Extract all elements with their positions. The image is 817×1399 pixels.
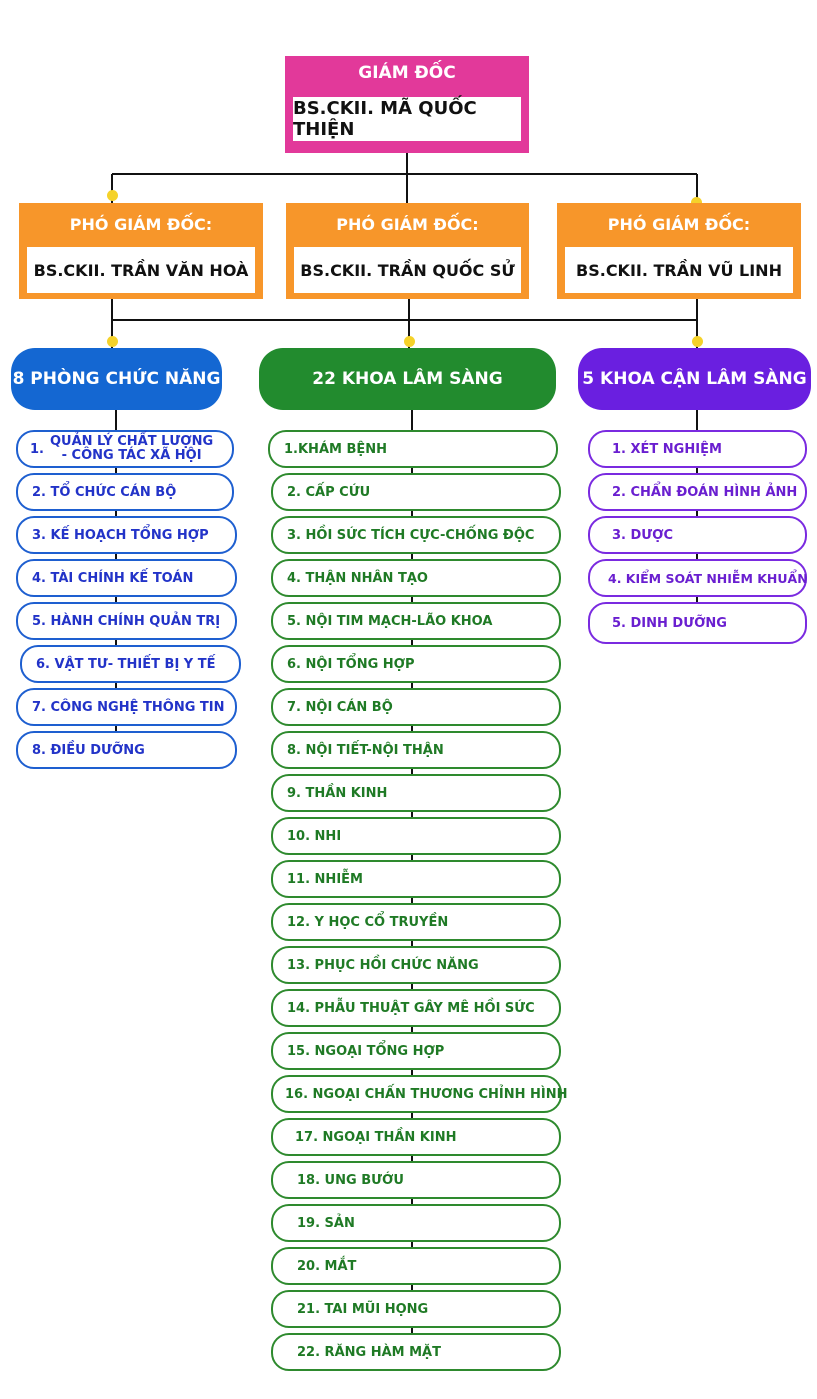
deputy-box-2: PHÓ GIÁM ĐỐC: BS.CKII. TRẦN QUỐC SỬ — [286, 203, 529, 299]
paraclinical-item: 2. CHẨN ĐOÁN HÌNH ẢNH — [588, 473, 807, 511]
functional-item: 2. TỔ CHỨC CÁN BỘ — [16, 473, 234, 511]
clinical-item: 15. NGOẠI TỔNG HỢP — [271, 1032, 561, 1070]
functional-item: 6. VẬT TƯ- THIẾT BỊ Y TẾ — [20, 645, 241, 683]
deputy-title: PHÓ GIÁM ĐỐC: — [607, 215, 751, 234]
deputy-title: PHÓ GIÁM ĐỐC: — [69, 215, 213, 234]
deputy-name: BS.CKII. TRẦN VĂN HOÀ — [27, 247, 255, 293]
junction-dot — [107, 336, 118, 347]
clinical-item: 19. SẢN — [271, 1204, 561, 1242]
functional-item: 5. HÀNH CHÍNH QUẢN TRỊ — [16, 602, 237, 640]
paraclinical-item: 4. KIỂM SOÁT NHIỄM KHUẨN — [588, 559, 808, 597]
junction-dot — [404, 336, 415, 347]
clinical-item: 7. NỘI CÁN BỘ — [271, 688, 561, 726]
clinical-item: 5. NỘI TIM MẠCH-LÃO KHOA — [271, 602, 561, 640]
item-label-line2: - CÔNG TÁC XÃ HỘI — [61, 448, 202, 463]
clinical-item: 9. THẦN KINH — [271, 774, 561, 812]
deputy-name: BS.CKII. TRẦN VŨ LINH — [565, 247, 793, 293]
clinical-item: 17. NGOẠI THẦN KINH — [271, 1118, 561, 1156]
paraclinical-item: 3. DƯỢC — [588, 516, 807, 554]
deputy-name: BS.CKII. TRẦN QUỐC SỬ — [294, 247, 521, 293]
clinical-item: 18. UNG BƯỚU — [271, 1161, 561, 1199]
clinical-item: 3. HỒI SỨC TÍCH CỰC-CHỐNG ĐỘC — [271, 516, 561, 554]
clinical-item: 21. TAI MŨI HỌNG — [271, 1290, 561, 1328]
junction-dot — [691, 197, 702, 208]
junction-dot — [107, 190, 118, 201]
functional-item: 3. KẾ HOẠCH TỔNG HỢP — [16, 516, 237, 554]
clinical-item: 20. MẮT — [271, 1247, 561, 1285]
junction-dot — [692, 336, 703, 347]
deputy-box-1: PHÓ GIÁM ĐỐC: BS.CKII. TRẦN VĂN HOÀ — [19, 203, 263, 299]
paraclinical-item: 5. DINH DƯỠNG — [588, 602, 807, 644]
category-paraclinical: 5 KHOA CẬN LÂM SÀNG — [578, 348, 811, 410]
clinical-item: 12. Y HỌC CỔ TRUYỀN — [271, 903, 561, 941]
clinical-item: 13. PHỤC HỒI CHỨC NĂNG — [271, 946, 561, 984]
director-name: BS.CKII. MÃ QUỐC THIỆN — [293, 97, 521, 141]
category-functional: 8 PHÒNG CHỨC NĂNG — [11, 348, 222, 410]
category-clinical: 22 KHOA LÂM SÀNG — [259, 348, 556, 410]
functional-item-1: 1. QUẢN LÝ CHẤT LƯỢNG - CÔNG TÁC XÃ HỘI — [16, 430, 234, 468]
clinical-item: 16. NGOẠI CHẤN THƯƠNG CHỈNH HÌNH — [271, 1075, 568, 1113]
clinical-item: 2. CẤP CỨU — [271, 473, 561, 511]
director-box: GIÁM ĐỐC BS.CKII. MÃ QUỐC THIỆN — [285, 56, 529, 153]
paraclinical-item: 1. XÉT NGHIỆM — [588, 430, 807, 468]
clinical-item: 6. NỘI TỔNG HỢP — [271, 645, 561, 683]
functional-item: 8. ĐIỀU DƯỠNG — [16, 731, 237, 769]
clinical-item: 10. NHI — [271, 817, 561, 855]
director-title: GIÁM ĐỐC — [358, 63, 456, 83]
item-label-line1: QUẢN LÝ CHẤT LƯỢNG — [49, 434, 214, 449]
item-label: QUẢN LÝ CHẤT LƯỢNG - CÔNG TÁC XÃ HỘI — [50, 435, 213, 463]
deputy-box-3: PHÓ GIÁM ĐỐC: BS.CKII. TRẦN VŨ LINH — [557, 203, 801, 299]
clinical-item: 22. RĂNG HÀM MẶT — [271, 1333, 561, 1371]
clinical-item: 4. THẬN NHÂN TẠO — [271, 559, 561, 597]
functional-item: 7. CÔNG NGHỆ THÔNG TIN — [16, 688, 237, 726]
clinical-item: 14. PHẪU THUẬT GÂY MÊ HỒI SỨC — [271, 989, 561, 1027]
item-number: 1. — [30, 441, 44, 457]
deputy-title: PHÓ GIÁM ĐỐC: — [336, 215, 479, 234]
functional-item: 4. TÀI CHÍNH KẾ TOÁN — [16, 559, 237, 597]
clinical-item: 8. NỘI TIẾT-NỘI THẬN — [271, 731, 561, 769]
clinical-item: 11. NHIỄM — [271, 860, 561, 898]
clinical-item: 1.KHÁM BỆNH — [268, 430, 558, 468]
